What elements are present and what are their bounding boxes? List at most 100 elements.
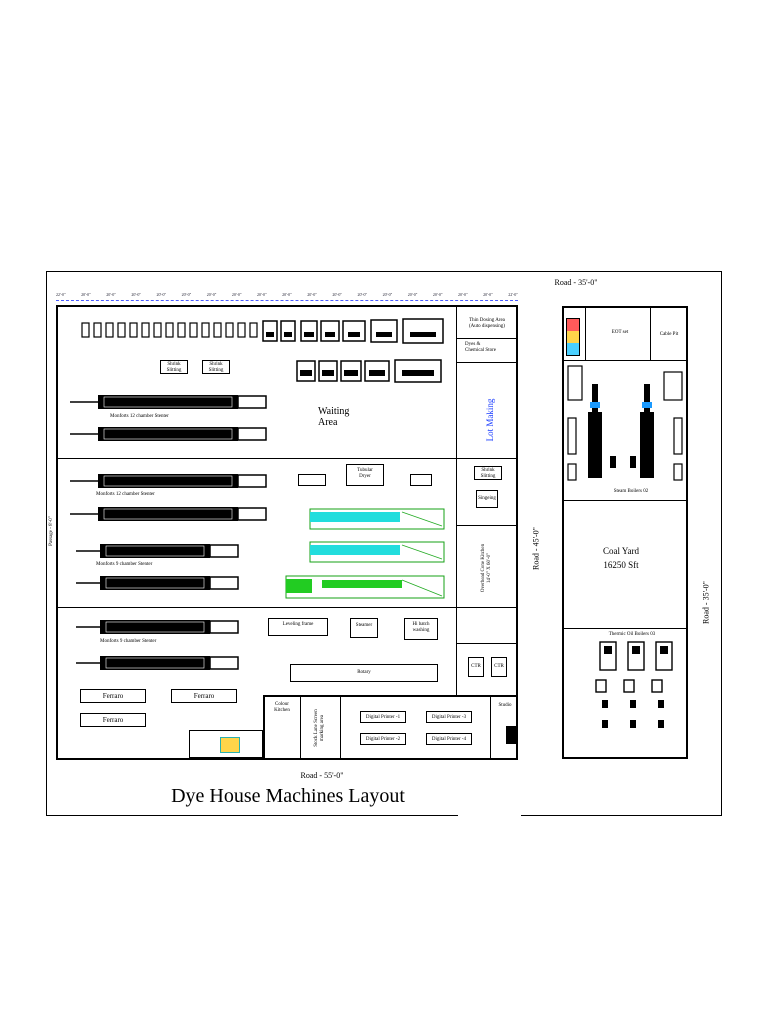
stenter-1-label: Monforts 12 chamber Stenter bbox=[110, 414, 169, 419]
stenter-8-svg bbox=[76, 656, 239, 670]
road-bottom: Road - 55'-0" bbox=[300, 771, 344, 780]
dimension-mark: 20'-0" bbox=[81, 292, 91, 297]
stenter-7-svg bbox=[76, 620, 239, 634]
right-column-line bbox=[456, 305, 457, 695]
ferraro-2: Ferraro bbox=[171, 689, 237, 703]
dimension-mark: 20'-0" bbox=[156, 292, 167, 297]
small-panel bbox=[189, 730, 263, 758]
service-block bbox=[263, 695, 518, 760]
overhead-cone-kitchen: Overhead Cone Kitchen 14'-0" X 60'-0" bbox=[481, 543, 492, 593]
steam-boilers-svg bbox=[567, 365, 683, 481]
shrink-slitting-1: Shrink Slitting bbox=[160, 360, 188, 374]
stenter-6-svg bbox=[76, 576, 239, 590]
leveling-frame: Leveling frame bbox=[268, 618, 328, 636]
stenter-5-label: Monforts 9 chamber Stenter bbox=[96, 562, 153, 567]
stenter-line-6 bbox=[76, 573, 240, 593]
dyeing-machines-top-svg bbox=[262, 318, 444, 344]
service-divider-2 bbox=[340, 695, 341, 760]
stenter-4-svg bbox=[70, 507, 267, 521]
dimension-mark: 20'-0" bbox=[131, 292, 142, 297]
service-divider-3 bbox=[490, 695, 491, 760]
dimension-mark: 20'-0" bbox=[181, 292, 192, 297]
right-col-line-d bbox=[456, 525, 518, 526]
stenter-line-5 bbox=[76, 541, 240, 561]
dimension-mark: 22'-0" bbox=[56, 292, 66, 297]
ctr-1: CTR bbox=[468, 657, 484, 677]
small-machine-a bbox=[298, 474, 326, 486]
service-divider-1 bbox=[300, 695, 301, 760]
dimension-mark: 20'-0" bbox=[432, 292, 443, 297]
dimension-mark: 20'-0" bbox=[357, 292, 368, 297]
thin-dosing-area: Thin Dosing Area (Auto dispensing) bbox=[469, 318, 505, 329]
tubular-dryer: Tubular Dryer bbox=[346, 464, 384, 486]
dyeing-machines-mid bbox=[296, 358, 444, 384]
dyes-chemical-store: Dyes & Chemical Store bbox=[465, 342, 496, 353]
layout-title: Dye House Machines Layout bbox=[171, 785, 405, 807]
stock-lane-label: Stock Lane Screen marking area bbox=[314, 709, 325, 747]
waiting-area-label: Waiting Area bbox=[318, 406, 350, 428]
dimension-mark: 20'-0" bbox=[458, 292, 468, 297]
stenter-7-label: Monforts 9 chamber Stenter bbox=[100, 639, 157, 644]
dimension-mark: 20'-0" bbox=[257, 292, 267, 297]
colour-legend bbox=[566, 318, 580, 356]
dimension-mark: 20'-0" bbox=[231, 292, 242, 297]
dimension-row: 22'-0" 20'-0" 20'-0" 20'-0" 20'-0" 20'-0" 20'-… bbox=[56, 292, 518, 301]
road-right: Road - 35'-0" bbox=[701, 581, 711, 624]
boiler-line-1 bbox=[562, 360, 688, 361]
sheet-bottom-line-right bbox=[521, 815, 722, 816]
dimension-mark: 20'-0" bbox=[106, 292, 116, 297]
dyeing-machines-top bbox=[262, 318, 446, 344]
digital-printer-1: Digital Printer -1 bbox=[360, 711, 406, 723]
right-col-line-b bbox=[456, 362, 518, 363]
stenter-line-2 bbox=[70, 424, 268, 444]
studio-label: Studio bbox=[498, 703, 512, 708]
eot-set: EOT set bbox=[611, 330, 629, 335]
colour-machines-svg bbox=[285, 508, 445, 599]
right-col-line-e bbox=[456, 643, 518, 644]
boiler-line-2 bbox=[562, 500, 688, 501]
steamer: Steamer bbox=[350, 618, 378, 638]
road-middle: Road - 45'-0" bbox=[531, 527, 541, 570]
cable-pit: Cable Pit bbox=[659, 332, 679, 337]
sheet-frame bbox=[46, 271, 722, 816]
bay-divider-1 bbox=[56, 458, 456, 459]
small-machine-row bbox=[80, 321, 260, 339]
stenter-line-3 bbox=[70, 471, 268, 491]
rotary: Rotary bbox=[290, 664, 438, 682]
digital-printer-4: Digital Printer -4 bbox=[426, 733, 472, 745]
boiler-line-3 bbox=[562, 628, 688, 629]
shrink-slitting-3: Shrink Slitting bbox=[474, 466, 502, 480]
left-passage-label: Passage - 8'-0" bbox=[49, 516, 54, 546]
shrink-slitting-2: Shrink Slitting bbox=[202, 360, 230, 374]
colour-kitchen: Colour Kitchen bbox=[274, 702, 290, 713]
ferraro-3: Ferraro bbox=[80, 713, 146, 727]
dimension-mark: 20'-0" bbox=[282, 292, 292, 297]
small-machines-svg bbox=[81, 322, 258, 338]
stenter-1-svg bbox=[70, 395, 267, 409]
dimension-mark: 22'-0" bbox=[508, 292, 518, 297]
dyeing-machines-mid-svg bbox=[296, 359, 442, 383]
small-machine-b bbox=[410, 474, 432, 486]
right-col-line-a bbox=[456, 338, 518, 339]
stenter-line-1 bbox=[70, 392, 268, 412]
lot-making-label: Lot Making bbox=[485, 398, 495, 442]
dimension-mark: 20'-0" bbox=[483, 292, 493, 297]
studio-fixture bbox=[506, 726, 516, 744]
road-top: Road - 35'-0" bbox=[554, 278, 598, 287]
thermic-boilers-drawing bbox=[590, 640, 682, 740]
dimension-mark: 20'-0" bbox=[307, 292, 317, 297]
dimension-mark: 20'-0" bbox=[206, 292, 217, 297]
bay-divider-2 bbox=[56, 607, 518, 608]
hi-batch-washing: Hi batch washing bbox=[404, 618, 438, 640]
stenter-5-svg bbox=[76, 544, 239, 558]
steam-boilers-drawing bbox=[566, 364, 684, 488]
dimension-mark: 20'-0" bbox=[332, 292, 343, 297]
thermic-oil-label: Thermic Oil Boilers 03 bbox=[608, 632, 656, 637]
digital-printer-3: Digital Printer -3 bbox=[426, 711, 472, 723]
stenter-3-label: Monforts 12 chamber Stenter bbox=[96, 492, 155, 497]
stenter-2-svg bbox=[70, 427, 267, 441]
boiler-building bbox=[562, 306, 688, 759]
right-col-line-c bbox=[456, 458, 518, 459]
dimension-mark: 20'-0" bbox=[382, 292, 393, 297]
digital-printer-2: Digital Printer -2 bbox=[360, 733, 406, 745]
